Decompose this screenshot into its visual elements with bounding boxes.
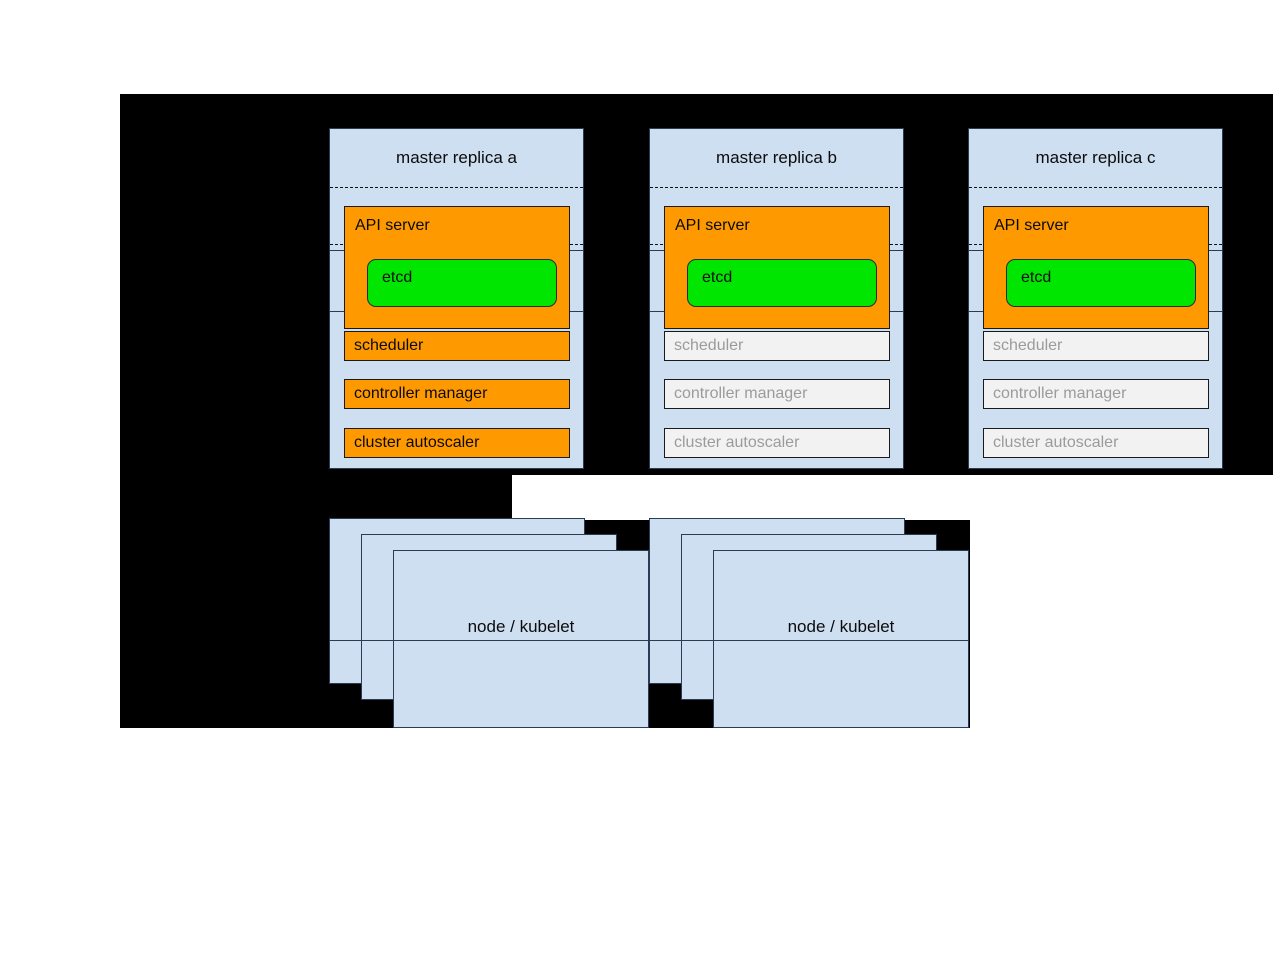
etcd-label-c: etcd bbox=[1021, 269, 1052, 286]
component-scheduler-b[interactable]: scheduler bbox=[664, 331, 890, 361]
component-cluster-autoscaler-c[interactable]: cluster autoscaler bbox=[983, 428, 1209, 458]
node-stack-2-front-card[interactable]: node / kubelet bbox=[713, 550, 969, 728]
band-rule-top-b bbox=[650, 187, 903, 188]
etcd-label-b: etcd bbox=[702, 269, 733, 286]
component-scheduler-a[interactable]: scheduler bbox=[344, 331, 570, 361]
node-stack-1-label: node / kubelet bbox=[467, 617, 575, 636]
master-replica-title-a: master replica a bbox=[396, 148, 517, 167]
node-stack-1-rule bbox=[329, 640, 649, 641]
band-rule-top-a bbox=[330, 187, 583, 188]
node-stack-2-label: node / kubelet bbox=[787, 617, 895, 636]
api-server-etcd-wrapper-b[interactable]: API server etcd bbox=[664, 206, 890, 329]
component-controller-manager-c[interactable]: controller manager bbox=[983, 379, 1209, 409]
backdrop-mid-left-block bbox=[120, 475, 512, 520]
api-server-label-c: API server bbox=[994, 217, 1069, 234]
api-server-etcd-wrapper-a[interactable]: API server etcd bbox=[344, 206, 570, 329]
band-rule-top-c bbox=[969, 187, 1222, 188]
etcd-box-b[interactable]: etcd bbox=[687, 259, 877, 307]
etcd-label-a: etcd bbox=[382, 269, 413, 286]
component-controller-manager-b[interactable]: controller manager bbox=[664, 379, 890, 409]
node-stack-1-front-card[interactable]: node / kubelet bbox=[393, 550, 649, 728]
master-replica-card-a[interactable]: master replica a API server etcd schedul… bbox=[329, 128, 584, 469]
api-server-label-a: API server bbox=[355, 217, 430, 234]
master-replica-title-b: master replica b bbox=[716, 148, 837, 167]
etcd-box-a[interactable]: etcd bbox=[367, 259, 557, 307]
component-cluster-autoscaler-b[interactable]: cluster autoscaler bbox=[664, 428, 890, 458]
component-cluster-autoscaler-a[interactable]: cluster autoscaler bbox=[344, 428, 570, 458]
component-scheduler-c[interactable]: scheduler bbox=[983, 331, 1209, 361]
api-server-label-b: API server bbox=[675, 217, 750, 234]
node-stack-2-rule bbox=[649, 640, 969, 641]
api-server-etcd-wrapper-c[interactable]: API server etcd bbox=[983, 206, 1209, 329]
master-replica-card-b[interactable]: master replica b API server etcd schedul… bbox=[649, 128, 904, 469]
master-replica-title-c: master replica c bbox=[1035, 148, 1156, 167]
master-replica-card-c[interactable]: master replica c API server etcd schedul… bbox=[968, 128, 1223, 469]
etcd-box-c[interactable]: etcd bbox=[1006, 259, 1196, 307]
component-controller-manager-a[interactable]: controller manager bbox=[344, 379, 570, 409]
